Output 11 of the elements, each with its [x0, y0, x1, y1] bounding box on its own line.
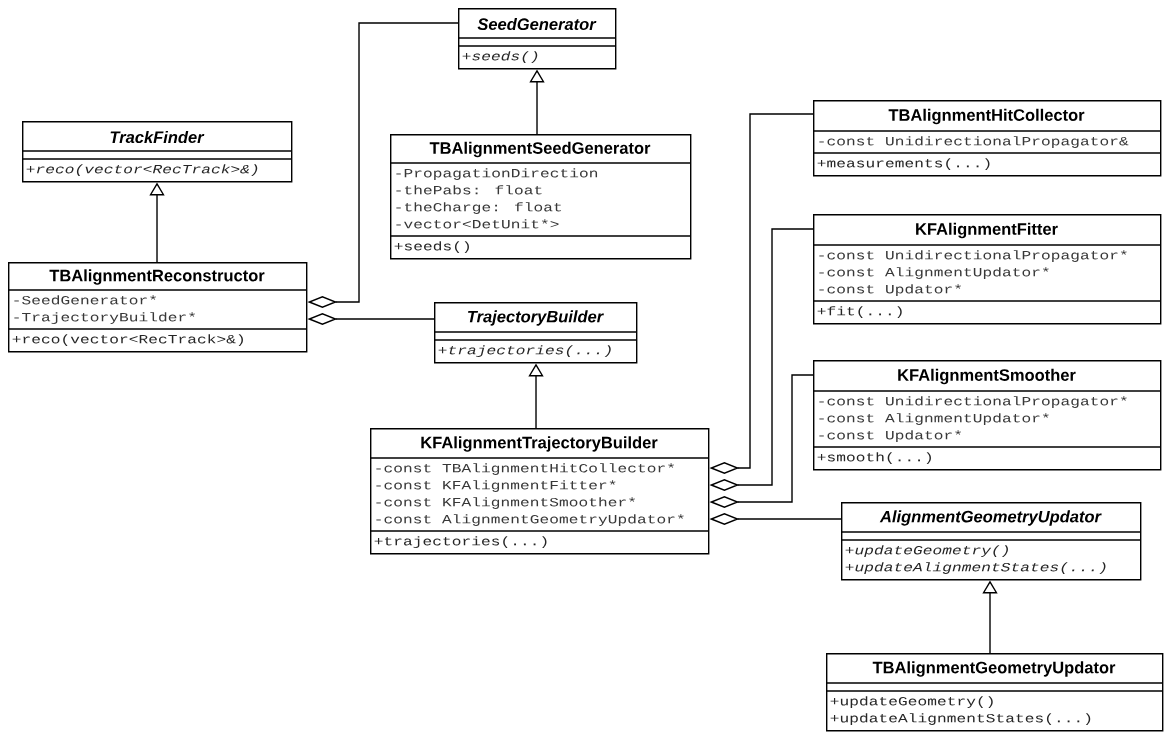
class-box: TBAlignmentHitCollector -const UnidirectionalPropagator& +measurements(...) [812, 100, 1162, 177]
class-box: TBAlignmentGeometryUpdator +updateGeometry() +updateAlignmentStates(...) [825, 653, 1164, 732]
class-box: KFAlignmentTrajectoryBuilder -const TBAlignmentHitCollector* -const KFAlignmentFitter* -const KFAlignmentSmoother* -const AlignmentGeometryUpdator* +trajectories(...) [369, 428, 710, 555]
class-box: KFAlignmentSmoother -const UnidirectionalPropagator* -const AlignmentUpdator* -const Updator* +smooth(...) [812, 360, 1162, 471]
class-box: TBAlignmentSeedGenerator -PropagationDirection -thePabs: float -theCharge: float -vector<DetUnit*> +seeds() [389, 134, 692, 260]
class-box: TBAlignmentReconstructor -SeedGenerator* -TrajectoryBuilder* +reco(vector<RecTrack>&) [7, 262, 308, 353]
class-box: TrajectoryBuilder +trajectories(...) [433, 302, 638, 364]
class-box: KFAlignmentFitter -const UnidirectionalPropagator* -const AlignmentUpdator* -const Updator* +fit(...) [812, 214, 1162, 325]
class-box: TrackFinder +reco(vector<RecTrack>&) [21, 121, 293, 183]
class-box: SeedGenerator +seeds() [457, 8, 617, 70]
class-box: AlignmentGeometryUpdator +updateGeometry() +updateAlignmentStates(...) [840, 502, 1142, 581]
